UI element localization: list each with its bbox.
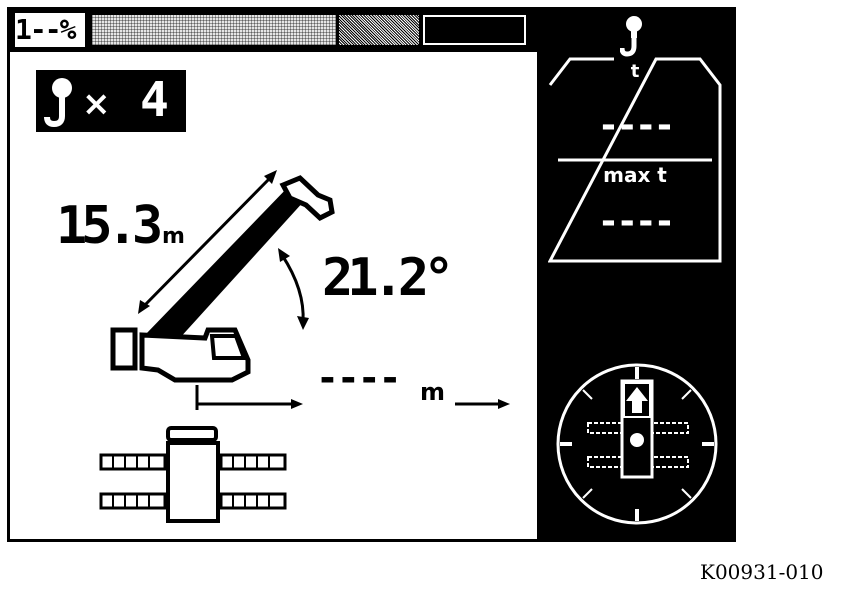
max-load-label: max t — [603, 163, 667, 187]
boom-length-value: 15.3 — [56, 196, 163, 256]
actual-load-unit: t — [630, 61, 640, 82]
working-radius-value: ---- — [316, 356, 402, 400]
load-percent-label: 1--% — [15, 13, 85, 47]
figure-code: K00931-010 — [700, 560, 824, 584]
multiply-symbol: × — [82, 84, 111, 124]
hook-icon — [620, 16, 642, 57]
crane-illustration — [99, 170, 510, 523]
actual-load-value: ---- — [597, 105, 676, 146]
load-bar-overload-segment — [423, 15, 526, 45]
compass-with-crawler-icon — [556, 363, 718, 525]
working-radius-unit: m — [420, 378, 446, 406]
boom-angle-value: 21.2° — [322, 248, 455, 308]
hook-icon — [44, 78, 72, 128]
load-bar-safe-segment — [92, 15, 336, 45]
load-bar-warning-segment — [339, 15, 419, 45]
hook-multiplier[interactable]: × 4 — [36, 70, 186, 132]
boom-icon — [145, 185, 305, 340]
up-arrow-icon — [626, 387, 648, 413]
max-load-value: ---- — [597, 201, 676, 242]
load-readout: t ---- ---- — [548, 57, 722, 265]
hook-count: 4 — [140, 72, 169, 128]
boom-length-unit: m — [162, 224, 185, 249]
